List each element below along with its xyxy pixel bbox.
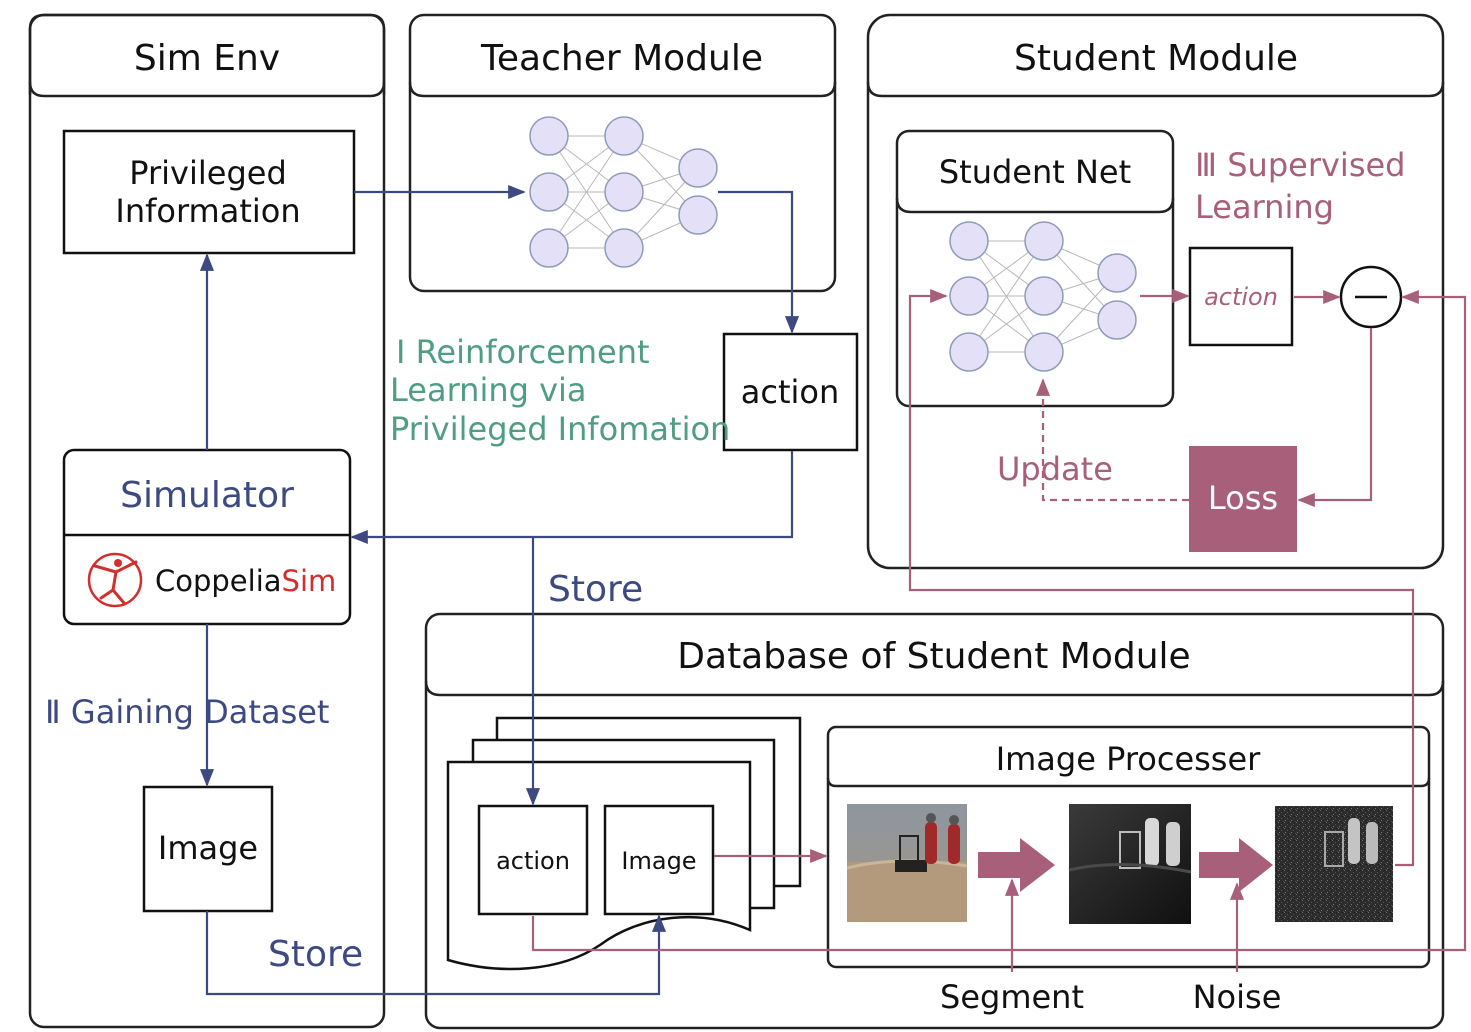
- minus-icon: [1339, 265, 1403, 329]
- network-node: [1024, 332, 1064, 372]
- teacher-action-label: action: [741, 373, 840, 411]
- block-arrow-icon: [978, 838, 1055, 892]
- student-title: Student Module: [1014, 38, 1298, 79]
- segmented-image: [1068, 804, 1192, 924]
- coppelia-logo-text: CoppeliaSim: [155, 564, 336, 598]
- update-arrow: [1035, 378, 1189, 502]
- teacher-title: Teacher Module: [480, 38, 763, 79]
- label-action-to-minus-arrow: [531, 289, 1467, 952]
- network-node: [529, 116, 569, 156]
- store-label-bottom: Store: [268, 934, 363, 975]
- student-action-label: action: [1204, 283, 1278, 311]
- student-net-box: Student Net: [895, 129, 1175, 408]
- loss-label: Loss: [1208, 479, 1278, 517]
- network-node: [1024, 221, 1064, 261]
- network-node: [529, 228, 569, 268]
- network-edge: [968, 240, 1045, 353]
- network-node: [949, 221, 989, 261]
- network-node: [1097, 253, 1137, 293]
- db-image-label: Image: [621, 847, 696, 875]
- segment-label: Segment: [940, 978, 1084, 1016]
- dancer-icon: [87, 552, 143, 608]
- connectors: [199, 184, 1467, 996]
- network-node: [949, 276, 989, 316]
- student-net-title: Student Net: [939, 153, 1131, 191]
- sim-env-title: Sim Env: [134, 38, 280, 79]
- privileged-line-2: Information: [115, 192, 300, 230]
- network-edge: [548, 135, 625, 249]
- update-label: Update: [997, 450, 1113, 488]
- student-action-box: action: [1188, 246, 1294, 347]
- database-panel: Database of Student Module: [424, 612, 1445, 1030]
- supervised-line-1: Ⅲ Supervised: [1195, 146, 1405, 184]
- network-node: [678, 195, 718, 235]
- gaining-dataset-label: Ⅱ Gaining Dataset: [45, 693, 329, 731]
- network-node: [1024, 276, 1064, 316]
- network-node: [604, 116, 644, 156]
- dataset-stack: [446, 716, 802, 971]
- network-node: [604, 228, 644, 268]
- network-node: [604, 172, 644, 212]
- supervised-line-2: Learning: [1195, 188, 1334, 226]
- database-title: Database of Student Module: [677, 636, 1190, 677]
- simulator-title: Simulator: [120, 475, 294, 516]
- processed-image-to-student-arrow: [908, 288, 1415, 867]
- network-node: [529, 172, 569, 212]
- teacher-network: [529, 116, 718, 268]
- db-action-label: action: [496, 847, 570, 875]
- rl-line-2: Learning via: [390, 371, 587, 409]
- teacher-to-action-arrow: [718, 190, 800, 334]
- privileged-info-box: Privileged Information: [62, 129, 356, 255]
- network-node: [1097, 300, 1137, 340]
- rl-label: Ⅰ Reinforcement Learning via Privileged …: [390, 333, 730, 448]
- store-image-arrow: [205, 911, 667, 996]
- simulator-box: Simulator CoppeliaSim: [62, 448, 352, 626]
- network-node: [678, 148, 718, 188]
- db-action-box: action: [477, 804, 589, 916]
- action-to-simulator-arrow: [350, 451, 794, 545]
- network-node: [949, 332, 989, 372]
- raw-image: [846, 804, 968, 922]
- privileged-line-1: Privileged: [129, 154, 287, 192]
- student-network: [949, 221, 1137, 372]
- sim-image-label: Image: [158, 829, 258, 867]
- noise-label: Noise: [1193, 978, 1282, 1016]
- sim-env-panel: Sim Env: [28, 13, 386, 1029]
- image-processor-box: Image Processer: [826, 725, 1431, 969]
- db-image-box: Image: [603, 804, 715, 916]
- loss-box: Loss: [1189, 446, 1297, 552]
- student-panel: Student Module: [866, 13, 1445, 570]
- supervised-label: Ⅲ Supervised Learning: [1195, 146, 1405, 226]
- store-label-top: Store: [548, 569, 643, 610]
- sim-image-box: Image: [142, 785, 274, 913]
- teacher-panel: Teacher Module: [408, 13, 837, 293]
- rl-line-3: Privileged Infomation: [390, 410, 730, 448]
- image-processor-title: Image Processer: [996, 740, 1261, 778]
- noisy-image: [1275, 806, 1393, 922]
- rl-line-1: Ⅰ Reinforcement: [396, 333, 650, 371]
- minus-to-loss-arrow: [1297, 328, 1373, 508]
- teacher-action-box: action: [722, 332, 859, 452]
- block-arrow-icon: [1199, 838, 1273, 892]
